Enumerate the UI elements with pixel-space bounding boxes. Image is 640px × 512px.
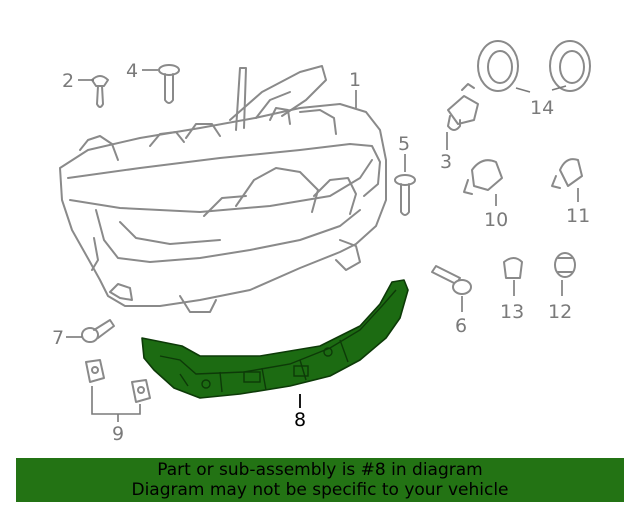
- callout-8: 8: [294, 409, 306, 431]
- callout-9: 9: [112, 423, 124, 445]
- headlamp-bracket-highlighted[interactable]: [141, 279, 409, 399]
- banner-line-1: Part or sub-assembly is #8 in diagram: [157, 460, 483, 480]
- callout-5: 5: [398, 133, 410, 155]
- parts-diagram: 1 2 3 4 5 6 7 8 9 10 11 12 13 14: [52, 40, 591, 445]
- callout-13: 13: [500, 301, 524, 323]
- bolt-fastener-5[interactable]: [394, 174, 416, 216]
- callout-10: 10: [484, 209, 508, 231]
- headlamp-assembly[interactable]: [59, 65, 387, 313]
- callout-2: 2: [62, 70, 74, 92]
- callout-11: 11: [566, 205, 590, 227]
- bolt-fastener-6[interactable]: [431, 265, 472, 295]
- bolt-fastener-7[interactable]: [81, 319, 115, 343]
- callout-14: 14: [530, 97, 554, 119]
- bolt-fastener[interactable]: [158, 64, 180, 104]
- seal-rings[interactable]: [477, 40, 591, 92]
- callout-3: 3: [440, 151, 452, 173]
- bulb-10[interactable]: [463, 159, 503, 195]
- callout-12: 12: [548, 301, 572, 323]
- callout-6: 6: [455, 315, 467, 337]
- bulb-12[interactable]: [554, 252, 576, 278]
- info-banner: Part or sub-assembly is #8 in diagram Di…: [16, 458, 624, 502]
- callout-7: 7: [52, 327, 64, 349]
- callout-1: 1: [349, 69, 361, 91]
- leader-lines: [66, 69, 579, 422]
- banner-line-2: Diagram may not be specific to your vehi…: [131, 480, 509, 500]
- callout-4: 4: [126, 60, 138, 82]
- push-pin-fastener[interactable]: [91, 75, 109, 108]
- clip-nuts[interactable]: [85, 359, 151, 403]
- bulb-socket[interactable]: [447, 83, 479, 131]
- bulb-13[interactable]: [503, 257, 523, 279]
- bulb-11[interactable]: [551, 158, 583, 189]
